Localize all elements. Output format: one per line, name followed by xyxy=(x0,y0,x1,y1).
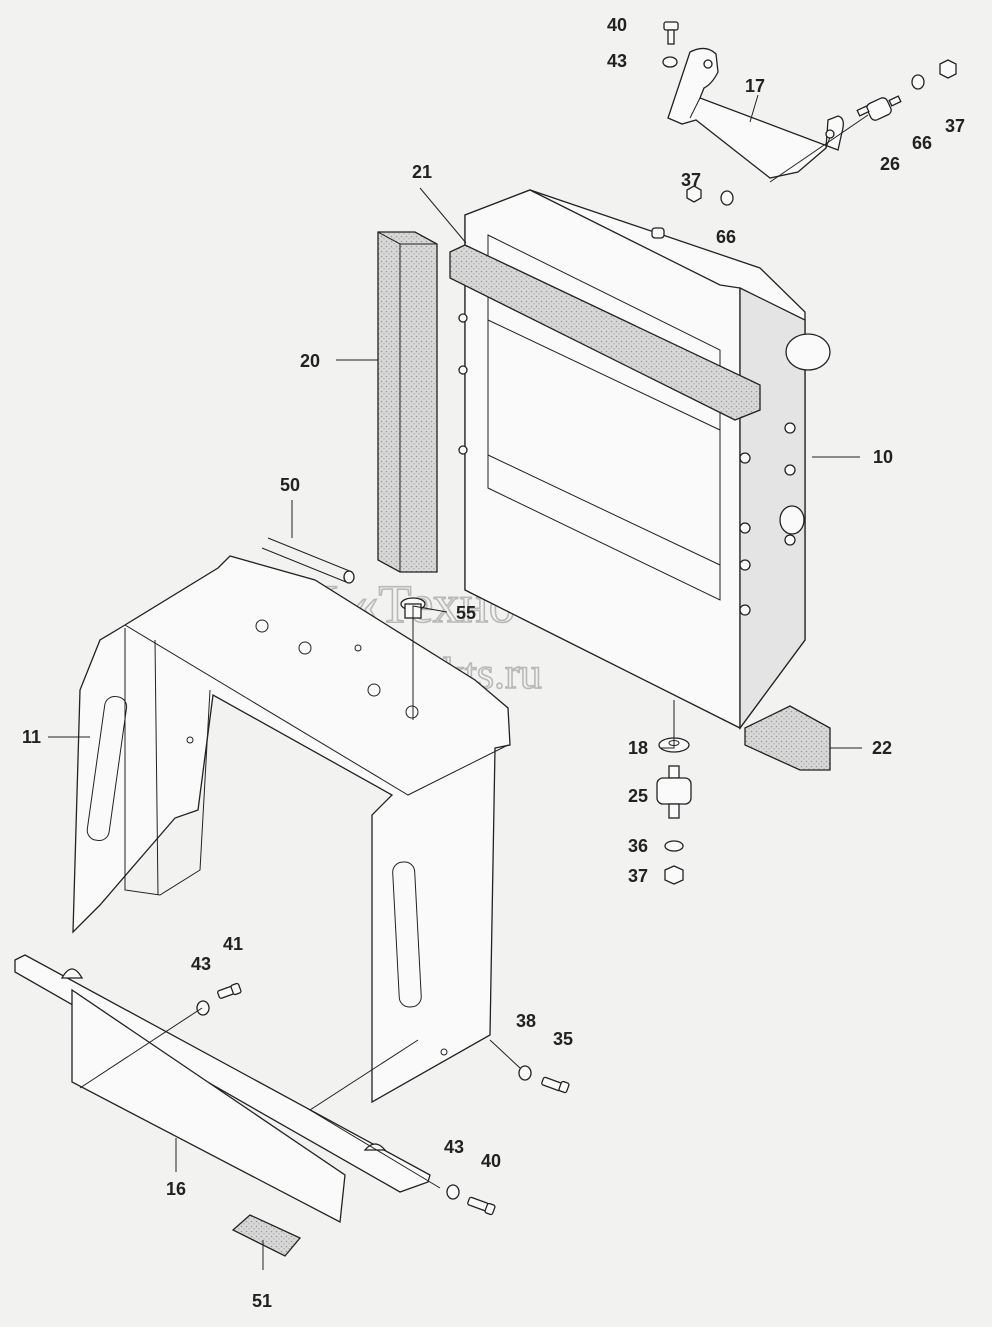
part-43-washer-bottom xyxy=(446,1184,460,1200)
part-25-rubber-mount xyxy=(656,765,692,819)
callout-43-left: 43 xyxy=(191,954,211,974)
callout-35: 35 xyxy=(553,1029,573,1049)
callout-43-bottom: 43 xyxy=(444,1137,464,1157)
callout-20: 20 xyxy=(300,351,320,371)
callout-18: 18 xyxy=(628,738,648,758)
part-35-bolt xyxy=(541,1076,570,1094)
part-38-washer xyxy=(518,1065,532,1081)
callout-36: 36 xyxy=(628,836,648,856)
part-21-seal-strip xyxy=(449,244,761,421)
callout-11: 11 xyxy=(22,727,41,747)
callout-43-top: 43 xyxy=(607,51,627,71)
part-26-rubber-mount xyxy=(856,95,902,121)
part-40-bolt-bottom xyxy=(467,1196,496,1216)
callout-10: 10 xyxy=(873,447,893,467)
part-37-nut-mid xyxy=(686,185,702,203)
part-20-foam-strip xyxy=(377,231,438,573)
leader-lines xyxy=(48,94,869,1270)
callout-38: 38 xyxy=(516,1011,536,1031)
callout-37-top-right: 37 xyxy=(945,116,965,136)
part-43-washer-top xyxy=(662,56,678,68)
callout-66-top-right: 66 xyxy=(912,133,932,153)
callout-16: 16 xyxy=(166,1179,186,1199)
part-22-lower-foam xyxy=(744,705,831,771)
part-37-nut-top-right xyxy=(939,59,957,79)
callout-50: 50 xyxy=(280,475,300,495)
part-41-bolt xyxy=(217,982,242,999)
callout-40-bottom: 40 xyxy=(481,1151,501,1171)
part-51-pad xyxy=(231,1214,302,1257)
callout-17: 17 xyxy=(745,76,765,96)
callout-labels: 40 43 17 37 26 66 21 37 66 20 10 50 55 1… xyxy=(22,15,965,1311)
part-37-nut-bottom xyxy=(664,865,684,885)
part-66-washer-right xyxy=(911,74,925,90)
part-11-shroud xyxy=(72,555,511,1104)
callout-41: 41 xyxy=(223,934,243,954)
part-36-washer xyxy=(664,840,684,852)
callout-55: 55 xyxy=(456,603,476,623)
part-40-bolt-top xyxy=(663,21,679,45)
callout-66-mid: 66 xyxy=(716,227,736,247)
part-43-washer-left xyxy=(196,1000,210,1016)
callout-51: 51 xyxy=(252,1291,272,1311)
callout-21: 21 xyxy=(412,162,432,182)
callout-37-bottom: 37 xyxy=(628,866,648,886)
callout-40-top: 40 xyxy=(607,15,627,35)
callout-26: 26 xyxy=(880,154,900,174)
callout-25: 25 xyxy=(628,786,648,806)
part-17-bracket xyxy=(667,47,844,179)
part-50-hose xyxy=(261,537,355,584)
callout-22: 22 xyxy=(872,738,892,758)
part-66-washer-mid xyxy=(720,190,734,206)
callout-37-mid: 37 xyxy=(681,170,701,190)
